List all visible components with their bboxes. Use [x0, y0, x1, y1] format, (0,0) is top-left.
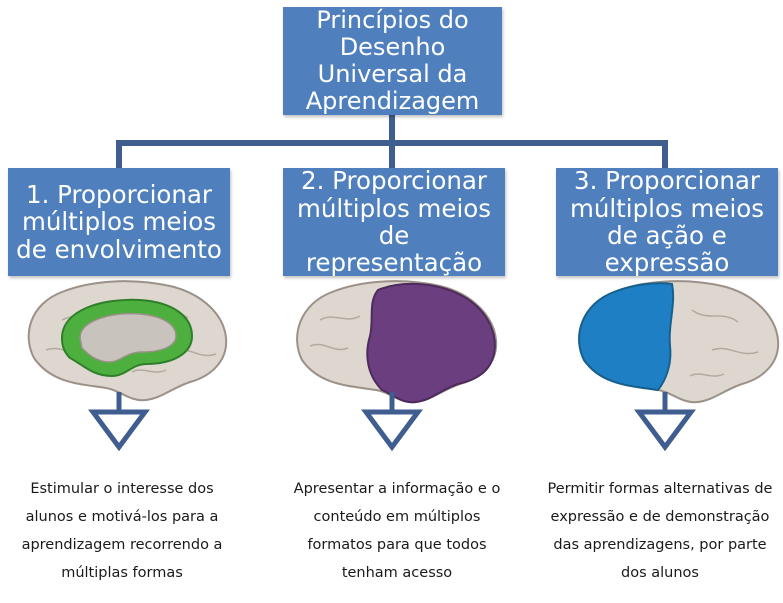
principle-heading-2: 2. Proporcionar múltiplos meios de repre…	[296, 166, 491, 278]
brain-icon-3	[578, 280, 780, 404]
down-arrows	[88, 392, 696, 452]
principle-heading-1: 1. Proporcionar múltiplos meios de envol…	[16, 179, 222, 264]
posterior-highlight	[366, 282, 496, 404]
principle-description-3: Permitir formas alternativas de expressã…	[547, 481, 773, 581]
principle-description-1: Estimular o interesse dos alunos e motiv…	[21, 481, 223, 581]
down-triangle-icon-1	[88, 392, 150, 452]
frontal-highlight	[578, 282, 675, 392]
principle-heading-3: 3. Proporcionar múltiplos meios de ação …	[569, 166, 764, 278]
principle-description-2: Apresentar a informação e o conteúdo em …	[293, 481, 501, 581]
principle-box-3: 3. Proporcionar múltiplos meios de ação …	[556, 166, 778, 278]
down-triangle-icon-2	[361, 392, 423, 452]
diagram-title: Princípios do Desenho Universal da Apren…	[305, 6, 480, 115]
principle-box-1: 1. Proporcionar múltiplos meios de envol…	[8, 168, 230, 276]
brain-icon-1	[27, 280, 228, 402]
principle-box-2: 2. Proporcionar múltiplos meios de repre…	[283, 166, 505, 278]
down-triangle-icon-3	[634, 392, 696, 452]
brain-icon-2	[296, 280, 498, 404]
title-box: Princípios do Desenho Universal da Apren…	[283, 7, 502, 115]
connector-lines	[116, 112, 668, 171]
